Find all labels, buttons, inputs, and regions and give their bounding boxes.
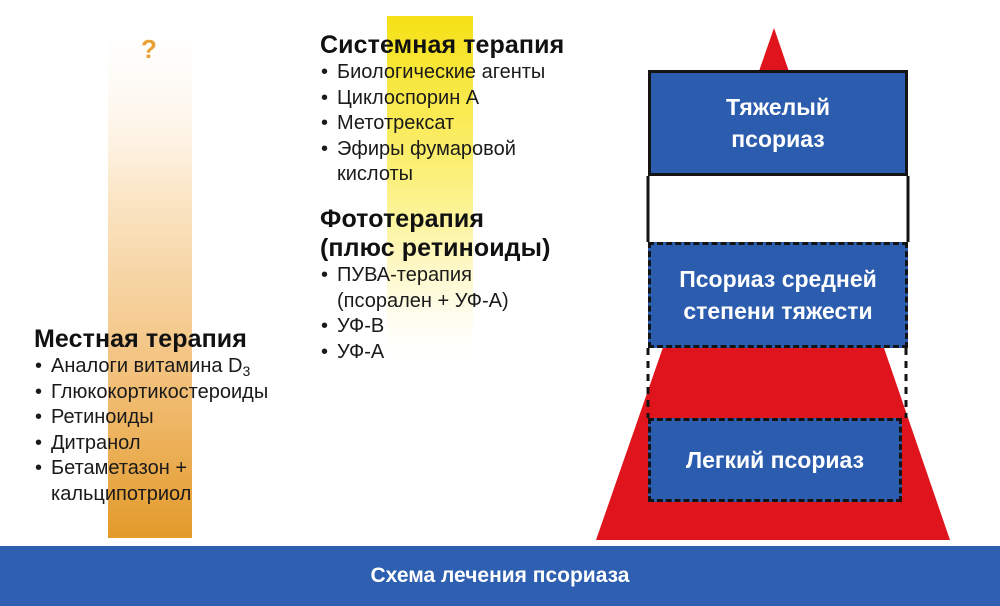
moderate-psoriasis-box: Псориаз средней степени тяжести xyxy=(648,242,908,348)
list-item: Глюкокортикостероиды xyxy=(34,380,334,406)
systemic-therapy-title: Системная терапия xyxy=(320,31,565,59)
list-item-line: Бетаметазон + xyxy=(51,457,188,479)
list-item: Ретиноиды xyxy=(34,405,334,431)
subscript: 3 xyxy=(242,363,251,379)
list-item-line: Эфиры фумаровой xyxy=(337,137,516,160)
phototherapy-block: Фототерапия (плюс ретиноиды) ПУВА-терапи… xyxy=(320,205,620,365)
moderate-psoriasis-line: степени тяжести xyxy=(683,298,873,324)
list-item-text: Аналоги витамина D xyxy=(51,355,243,377)
phototherapy-title-line: (плюс ретиноиды) xyxy=(320,234,551,262)
caption-text: Схема лечения псориаза xyxy=(370,564,630,587)
treatment-scheme: ? Системная терапия Биологические агенты… xyxy=(0,0,1000,546)
systemic-therapy-list: Биологические агенты Циклоспорин А Метот… xyxy=(320,60,620,188)
question-mark: ? xyxy=(141,34,157,64)
list-item: Бетаметазон + кальципотриол xyxy=(34,456,334,507)
systemic-therapy-block: Системная терапия Биологические агенты Ц… xyxy=(320,31,620,188)
list-item: ПУВА-терапия (псорален + УФ-А) xyxy=(320,263,620,314)
caption-bar: Схема лечения псориаза xyxy=(0,546,1000,606)
topical-therapy-list: Аналоги витамина D3 Глюкокортикостероиды… xyxy=(34,354,334,507)
list-item: Биологические агенты xyxy=(320,60,620,86)
list-item-line: кислоты xyxy=(337,163,414,185)
moderate-psoriasis-line: Псориаз средней xyxy=(679,266,877,292)
list-item: УФ-А xyxy=(320,340,620,366)
phototherapy-title-line: Фототерапия xyxy=(320,205,485,233)
mild-psoriasis-box: Легкий псориаз xyxy=(648,418,902,502)
mild-psoriasis-label: Легкий псориаз xyxy=(685,447,865,473)
list-item: Аналоги витамина D3 xyxy=(34,354,334,380)
severe-psoriasis-line: Тяжелый xyxy=(725,94,831,120)
topical-therapy-block: Местная терапия Аналоги витамина D3 Глюк… xyxy=(34,325,334,507)
pyramid-gap xyxy=(648,176,908,242)
list-item-line: кальципотриол xyxy=(51,482,192,505)
list-item-line: (псорален + УФ-А) xyxy=(337,289,509,312)
topical-therapy-title: Местная терапия xyxy=(34,325,247,353)
list-item: Дитранол xyxy=(34,431,334,457)
list-item: Эфиры фумаровой кислоты xyxy=(320,137,620,188)
phototherapy-list: ПУВА-терапия (псорален + УФ-А) УФ-В УФ-А xyxy=(320,263,620,365)
severe-psoriasis-box: Тяжелый псориаз xyxy=(648,70,908,176)
phototherapy-title: Фототерапия (плюс ретиноиды) xyxy=(320,205,620,263)
list-item-line: ПУВА-терапия xyxy=(337,264,472,286)
list-item: УФ-В xyxy=(320,314,620,340)
severe-psoriasis-line: псориаз xyxy=(731,126,825,152)
list-item: Метотрексат xyxy=(320,111,620,137)
list-item: Циклоспорин А xyxy=(320,86,620,112)
